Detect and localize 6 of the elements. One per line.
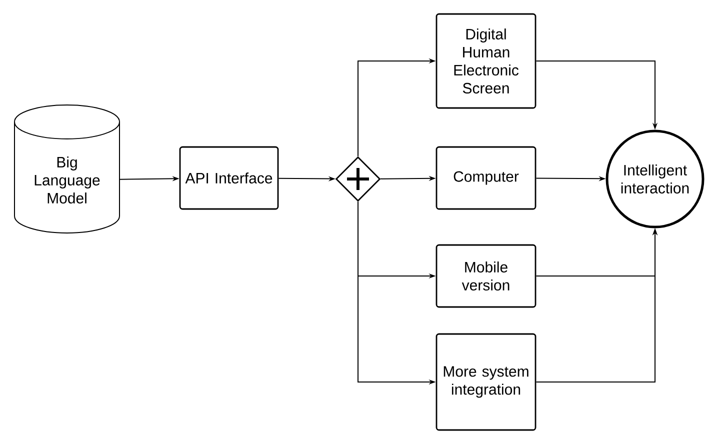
- process-box: Mobile version: [436, 244, 536, 308]
- process-box: Computer: [436, 146, 536, 210]
- process-box: Digital Human Electronic Screen: [436, 13, 536, 109]
- database-cylinder: Big Language Model: [14, 104, 120, 234]
- process-box: More system integration: [436, 333, 536, 431]
- process-box: API Interface: [179, 146, 279, 210]
